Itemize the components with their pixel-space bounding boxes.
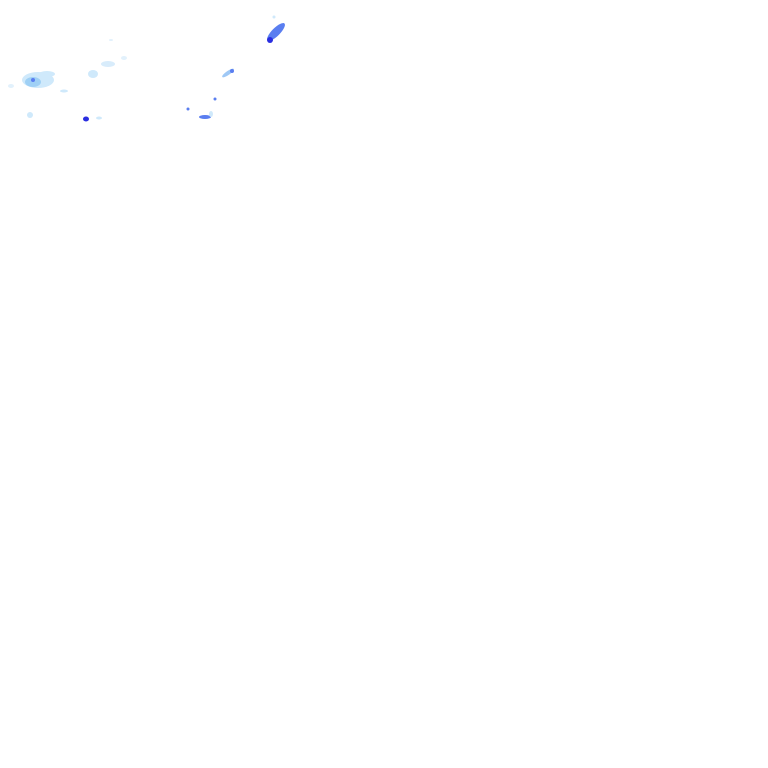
rain-cell-west [8, 71, 55, 118]
rain-cell-east [186, 15, 285, 119]
rain-cell-band [60, 39, 127, 122]
